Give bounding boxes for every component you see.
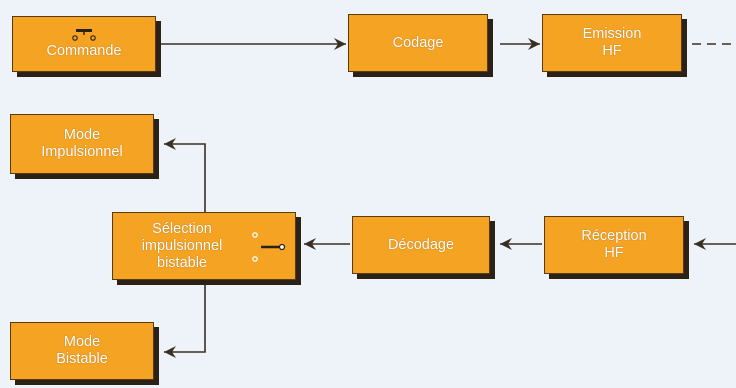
arrowhead-emission — [528, 38, 540, 50]
arrowhead-selection — [304, 238, 316, 250]
arrow-selection-bistable — [164, 280, 206, 353]
box-codage: Codage — [348, 14, 488, 72]
label-impulsionnel-line2: Impulsionnel — [41, 144, 123, 160]
label-decodage: Décodage — [387, 236, 455, 253]
label-selection-line3: bistable — [157, 254, 207, 271]
box-selection: Sélection impulsionnel bistable — [112, 212, 296, 280]
two-way-switch-icon — [252, 232, 286, 262]
arrow-selection-impulsionnel — [164, 143, 206, 212]
label-bistable-line1: Mode — [63, 334, 101, 350]
label-bistable-line2: Bistable — [56, 351, 108, 367]
arrowhead-decodage — [500, 238, 512, 250]
label-selection-line1: Sélection — [152, 220, 212, 237]
label-reception-line2: HF — [604, 245, 624, 261]
label-commande: Commande — [46, 42, 122, 59]
label-impulsionnel-line1: Mode — [63, 127, 101, 143]
box-mode-impulsionnel: Mode Impulsionnel — [10, 114, 154, 174]
label-emission-line2: HF — [602, 43, 622, 59]
label-reception-line1: Réception — [581, 228, 647, 244]
box-decodage: Décodage — [352, 216, 490, 274]
box-reception-hf: Réception HF — [544, 216, 684, 274]
label-emission-line1: Emission — [582, 26, 642, 42]
box-mode-bistable: Mode Bistable — [10, 322, 154, 380]
arrowhead-codage — [334, 38, 346, 50]
push-button-icon — [72, 28, 96, 41]
box-commande: Commande — [12, 16, 156, 72]
arrowhead-bistable — [164, 346, 176, 358]
arrowhead-reception — [694, 238, 706, 250]
box-emission-hf: Emission HF — [542, 14, 682, 72]
label-codage: Codage — [392, 34, 444, 51]
label-selection-line2: impulsionnel — [141, 237, 223, 254]
arrowhead-impulsionnel — [164, 138, 176, 150]
